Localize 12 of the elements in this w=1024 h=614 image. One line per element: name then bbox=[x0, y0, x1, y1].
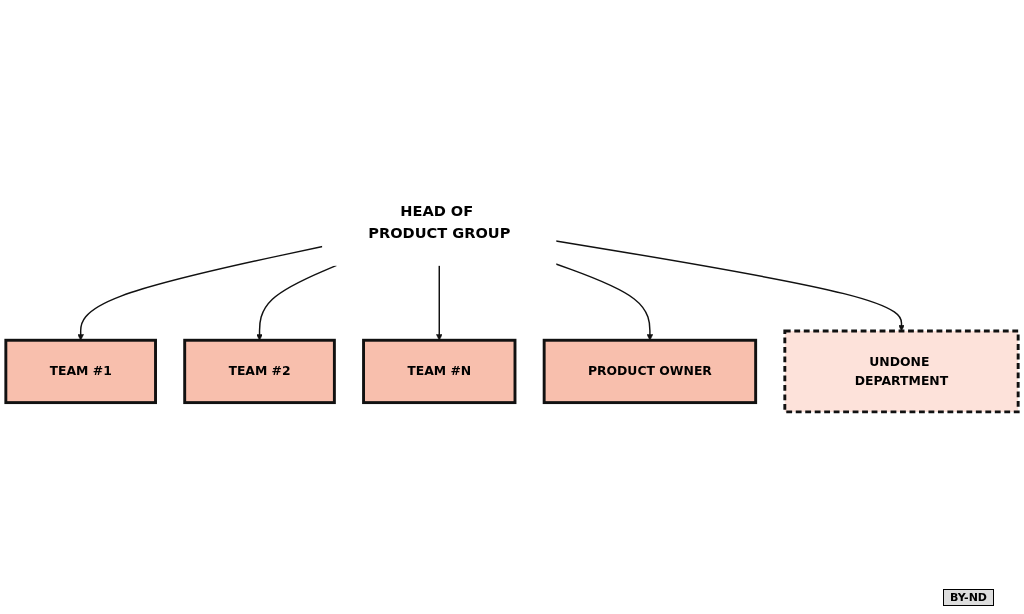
node-box: UNDONE DEPARTMENT bbox=[783, 329, 1020, 414]
node-text: HEAD OF PRODUCT GROUP bbox=[368, 202, 511, 242]
node-box: TEAM #N bbox=[362, 338, 517, 405]
arrow bbox=[256, 264, 338, 341]
arrow bbox=[555, 240, 905, 332]
node-box: PRODUCT OWNER bbox=[542, 338, 758, 405]
arrow bbox=[555, 263, 654, 341]
arrow bbox=[77, 245, 324, 341]
node-box: TEAM #2 bbox=[183, 338, 336, 405]
node-box: TEAM #1 bbox=[4, 338, 157, 405]
license-label: BY-ND bbox=[942, 589, 994, 606]
arrow bbox=[436, 264, 443, 341]
